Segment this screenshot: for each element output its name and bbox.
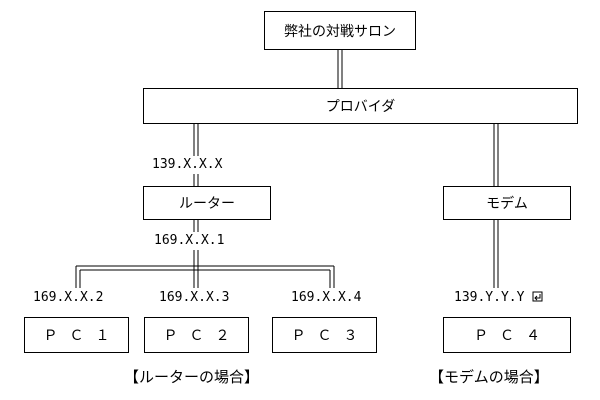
modem-label: モデム: [486, 196, 528, 212]
provider-label: プロバイダ: [325, 99, 396, 115]
salon-node: 弊社の対戦サロン: [264, 11, 416, 50]
pc1-node: ＰＣ１: [24, 317, 129, 353]
pc3-address: 169.X.X.4: [291, 290, 362, 305]
pc3-node: ＰＣ３: [272, 317, 377, 353]
pc4-node: ＰＣ４: [443, 317, 571, 353]
pc1-address: 169.X.X.2: [33, 290, 104, 305]
pc3-label: ＰＣ３: [291, 328, 370, 344]
return-mark-icon: [532, 291, 543, 302]
router-node: ルーター: [143, 186, 271, 220]
router-case-caption: 【ルーターの場合】: [124, 368, 260, 386]
router-wan-address: 139.X.X.X: [152, 157, 223, 172]
pc4-label: ＰＣ４: [474, 328, 552, 344]
router-label: ルーター: [179, 196, 235, 212]
pc2-node: ＰＣ２: [144, 317, 249, 353]
pc1-label: ＰＣ１: [43, 328, 122, 344]
modem-case-caption: 【モデムの場合】: [429, 368, 549, 386]
pc2-label: ＰＣ２: [163, 328, 242, 344]
router-lan-address: 169.X.X.1: [154, 233, 225, 248]
provider-node: プロバイダ: [143, 88, 578, 124]
pc2-address: 169.X.X.3: [159, 290, 230, 305]
modem-node: モデム: [443, 186, 571, 220]
salon-label: 弊社の対戦サロン: [284, 23, 396, 40]
pc4-address: 139.Y.Y.Y: [454, 290, 525, 305]
